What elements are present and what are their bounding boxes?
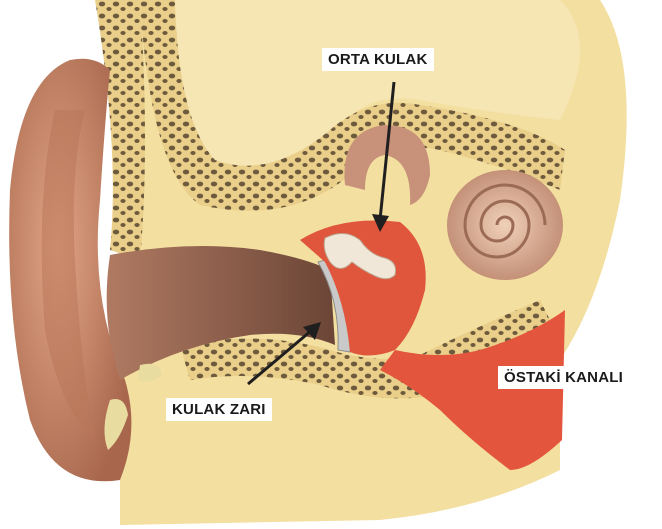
eustachian-tube-label: ÖSTAKİ KANALI xyxy=(498,366,625,389)
cochlea xyxy=(447,170,563,280)
eardrum-label: KULAK ZARI xyxy=(166,398,272,421)
middle-ear-label: ORTA KULAK xyxy=(322,48,434,71)
